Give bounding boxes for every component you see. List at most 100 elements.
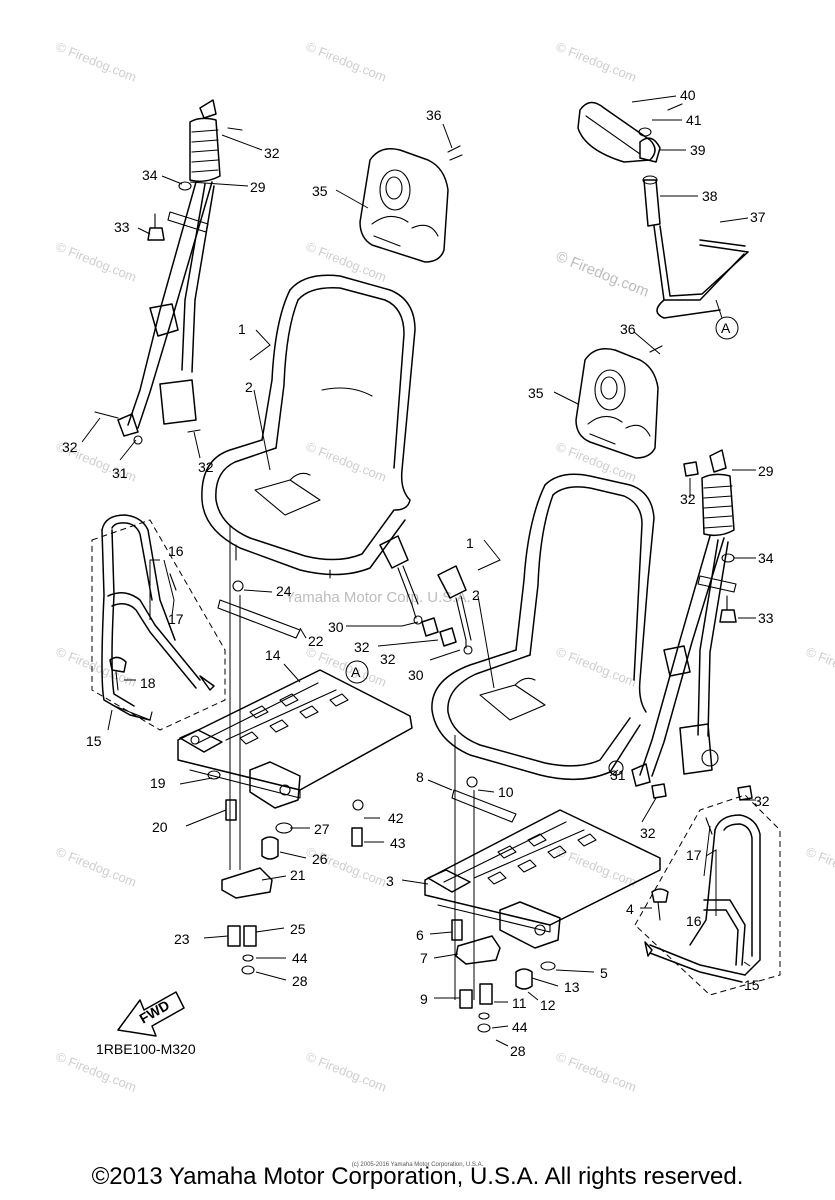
- callout-label: 6: [416, 927, 424, 943]
- callout-label: 1: [466, 535, 474, 551]
- left-seat-plate: [177, 669, 413, 809]
- callout-label: 32: [264, 145, 280, 161]
- callout-label: 32: [754, 793, 770, 809]
- center-watermark: Yamaha Motor Corp. U.S.A.: [285, 589, 471, 606]
- callout-label: 21: [290, 867, 306, 883]
- callout-label: 32: [680, 491, 696, 507]
- fwd-label: FWD: [137, 997, 173, 1027]
- callout-label: 15: [86, 733, 102, 749]
- callout-label: 23: [174, 931, 190, 947]
- callout-label: 8: [416, 769, 424, 785]
- callout-label: 34: [142, 167, 158, 183]
- callout-label: 44: [292, 950, 308, 966]
- right-seat-belt: [631, 449, 737, 787]
- callout-label: 42: [388, 810, 404, 826]
- callout-label: 35: [528, 385, 544, 401]
- callout-label: 25: [290, 921, 306, 937]
- bolt-33-right: [719, 595, 737, 623]
- watermark: © Firedog.com: [554, 644, 639, 690]
- bolts-32-center: [421, 617, 457, 647]
- washer-34-left: [178, 181, 192, 191]
- callout-label: 32: [354, 639, 370, 655]
- callout-label: 31: [112, 465, 128, 481]
- callout-label: 17: [168, 611, 184, 627]
- callout-label: 10: [498, 784, 514, 800]
- callout-label: 33: [758, 610, 774, 626]
- callout-label: 11: [512, 995, 527, 1011]
- callout-label: 36: [620, 321, 636, 337]
- callout-label: 29: [250, 179, 266, 195]
- callout-label: 4: [626, 901, 634, 917]
- callout-label: 32: [62, 439, 78, 455]
- callout-labels: 32 29 34 33 32 31 32 36 35 1 2 40 41 39 …: [62, 87, 774, 1059]
- handle-assembly: [577, 101, 749, 319]
- callout-label: 33: [114, 219, 130, 235]
- callout-label: 22: [308, 633, 324, 649]
- callout-label: 3: [386, 873, 394, 889]
- callout-label: 13: [564, 979, 580, 995]
- watermark: © Firedog.com: [304, 39, 389, 85]
- left-seat: [201, 274, 416, 579]
- callout-label: 32: [380, 651, 396, 667]
- right-frame-rail: [634, 794, 781, 996]
- callout-label: 7: [420, 950, 428, 966]
- right-seat-plate: [424, 809, 661, 949]
- callout-label: 41: [686, 112, 702, 128]
- callout-label: 37: [750, 209, 766, 225]
- footer-copyright: ©2013 Yamaha Motor Corporation, U.S.A. A…: [91, 1163, 744, 1190]
- watermark: © Firedog.com: [54, 39, 139, 85]
- callout-label: 30: [328, 619, 344, 635]
- buckle-30-right: [437, 565, 473, 655]
- callout-label: 32: [640, 825, 656, 841]
- callout-label: 34: [758, 550, 774, 566]
- reference-a-lower: A: [345, 660, 369, 684]
- watermark: © Firedog.com: [554, 39, 639, 85]
- washer-34-right: [721, 553, 735, 563]
- callout-label: 27: [314, 821, 330, 837]
- callout-label: 39: [690, 142, 706, 158]
- firedog-mark: © Firedog.com: [554, 248, 652, 301]
- callout-label: 19: [150, 775, 166, 791]
- small-copyright: (c) 2005-2016 Yamaha Motor Corporation, …: [351, 1162, 484, 1168]
- callout-label: 43: [390, 835, 406, 851]
- headrest-35-upper: [359, 145, 463, 263]
- bolt-4: [651, 888, 669, 921]
- callout-label: 28: [292, 973, 308, 989]
- callout-label: 40: [680, 87, 696, 103]
- reference-a-upper: A: [715, 316, 739, 340]
- callout-label: 44: [512, 1019, 528, 1035]
- callout-label: 30: [408, 667, 424, 683]
- left-seat-belt: [94, 99, 243, 445]
- fwd-arrow: FWD: [117, 991, 185, 1037]
- callout-label: 16: [686, 913, 702, 929]
- ref-a-label: A: [721, 320, 731, 336]
- callout-label: 2: [472, 587, 480, 603]
- callout-label: 20: [152, 819, 168, 835]
- watermark: © Firedog.com: [304, 439, 389, 485]
- callout-label: 2: [245, 379, 253, 395]
- watermark: © Firedog.com: [554, 844, 639, 890]
- watermark: © Firedog.com: [54, 844, 139, 890]
- buckle-30-left: [379, 535, 423, 625]
- bolts-32-right: [651, 461, 753, 801]
- ref-a-label: A: [351, 664, 361, 680]
- leader-lines: [81, 95, 756, 1047]
- diagram-code: 1RBE100-M320: [96, 1041, 196, 1057]
- callout-label: 38: [702, 188, 718, 204]
- bolt-33-left: [147, 213, 165, 241]
- left-frame-rail: [91, 514, 226, 731]
- callout-label: 12: [540, 997, 556, 1013]
- callout-label: 35: [312, 183, 328, 199]
- callout-label: 15: [744, 977, 760, 993]
- callout-label: 1: [238, 321, 246, 337]
- callout-label: 29: [758, 463, 774, 479]
- callout-label: 9: [420, 991, 428, 1007]
- callout-label: 16: [168, 543, 184, 559]
- callout-label: 36: [426, 107, 442, 123]
- watermark: © Firedog.com: [304, 1049, 389, 1095]
- headrest-35-lower: [575, 345, 663, 459]
- callout-label: 32: [198, 459, 214, 475]
- watermark: © Firedog.com: [804, 844, 835, 890]
- watermark: © Firedog.com: [804, 644, 835, 690]
- callout-label: 31: [610, 767, 626, 783]
